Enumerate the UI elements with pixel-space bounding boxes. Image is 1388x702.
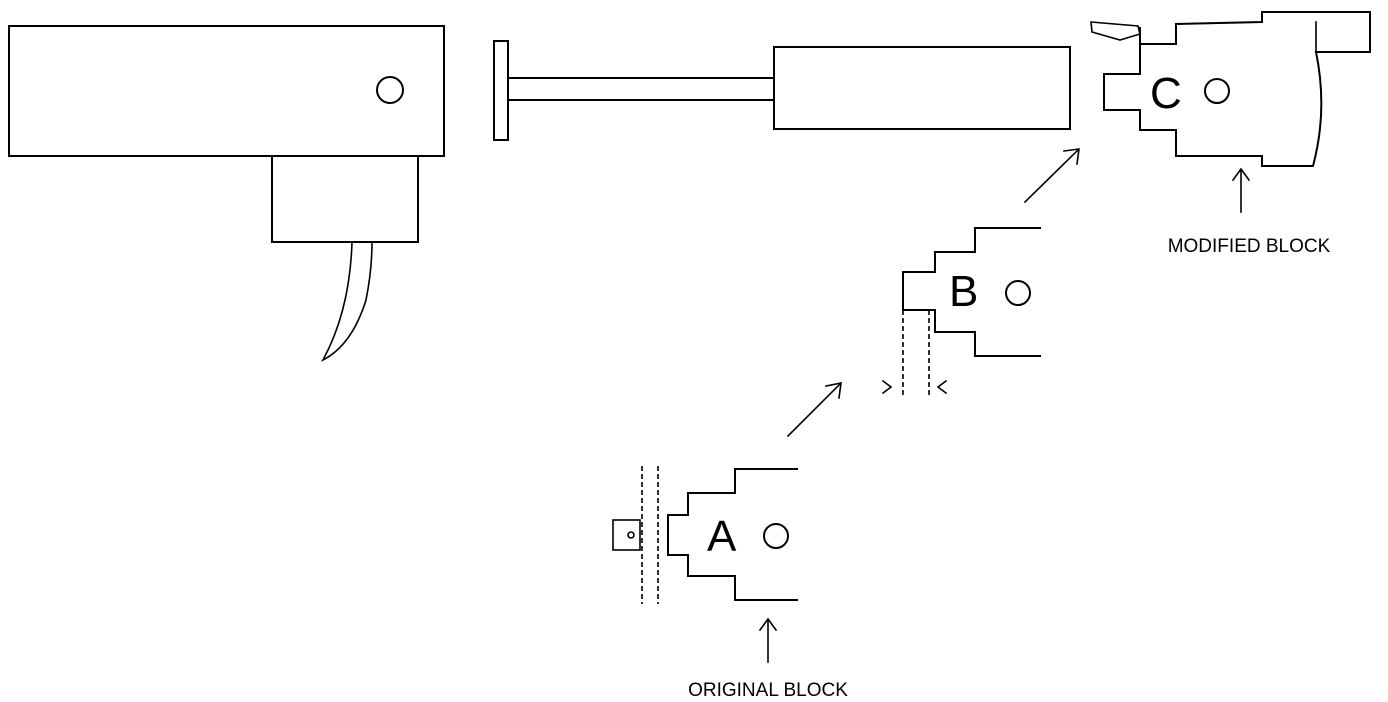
arrow-b-to-c-shaft xyxy=(1023,148,1080,204)
block-b-intermediate: B xyxy=(881,227,1041,398)
block-b-pin-hole xyxy=(1005,280,1031,306)
striker-assembly xyxy=(493,40,1071,141)
receiver-body xyxy=(8,25,445,157)
arrow-a-to-b-shaft xyxy=(786,382,842,438)
modified-arrow-head xyxy=(1231,167,1251,182)
trigger-blade xyxy=(321,241,373,362)
original-block-caption: ORIGINAL BLOCK xyxy=(688,680,848,701)
block-a-original: A xyxy=(612,466,798,604)
block-a-removed-tab xyxy=(612,519,641,551)
original-block-callout: ORIGINAL BLOCK xyxy=(688,617,848,701)
trigger-housing xyxy=(8,25,445,362)
striker-rod xyxy=(507,77,775,101)
arrow-b-to-c xyxy=(1023,148,1080,204)
arrow-a-to-b xyxy=(786,381,842,438)
receiver-pin-hole xyxy=(376,76,404,104)
block-c-outline xyxy=(1103,11,1371,167)
trigger-box xyxy=(271,155,419,243)
block-b-cut-mark-right xyxy=(936,379,948,395)
striker-end-plate xyxy=(493,40,509,141)
modified-block-callout: MODIFIED BLOCK xyxy=(1168,167,1331,257)
modified-block-caption: MODIFIED BLOCK xyxy=(1168,236,1331,257)
block-a-pin-hole xyxy=(763,523,789,549)
arrow-a-to-b-head xyxy=(825,381,842,399)
block-a-outline xyxy=(667,468,798,601)
block-c-modified: C xyxy=(1090,11,1371,167)
block-c-letter: C xyxy=(1150,69,1182,118)
block-b-cut-mark-left xyxy=(881,379,893,395)
original-arrow-head xyxy=(758,617,778,632)
block-b-outline xyxy=(902,227,1041,357)
striker-cylinder xyxy=(773,46,1071,130)
arrow-b-to-c-head xyxy=(1063,148,1080,165)
block-c-pin-hole xyxy=(1204,78,1230,104)
block-a-letter: A xyxy=(707,512,737,561)
block-b-letter: B xyxy=(949,267,978,316)
block-c-top-lever xyxy=(1090,21,1141,41)
block-a-tab-hole xyxy=(627,531,635,539)
